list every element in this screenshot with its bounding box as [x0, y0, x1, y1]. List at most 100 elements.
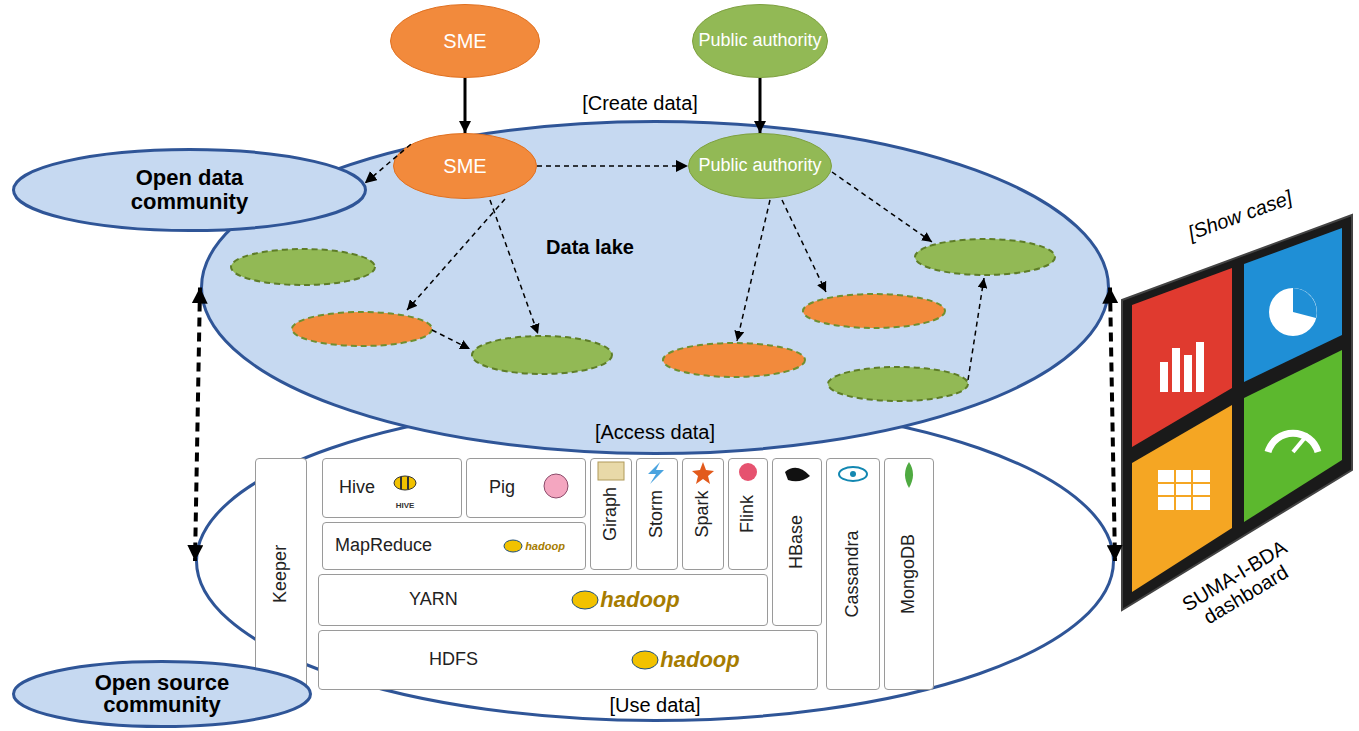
ellipse-node: Public authority [692, 4, 828, 78]
node-caption: Data lake [546, 236, 634, 258]
bar-icon [1184, 355, 1192, 392]
data-link [407, 199, 505, 310]
dashboard-tile [1122, 215, 1352, 610]
node-label: HDFS [429, 650, 478, 670]
data-set-orange [803, 294, 945, 328]
node-label: HBase [787, 515, 807, 569]
tile-blue [1244, 228, 1342, 382]
connector-arrow [759, 78, 762, 133]
node-label: Open source community [77, 672, 247, 716]
data-link [737, 200, 770, 341]
node-label: Flink [738, 495, 758, 533]
gauge-needle [1293, 434, 1308, 452]
ellipse-shape [14, 662, 311, 727]
node-label: MongoDB [899, 534, 919, 614]
gauge-icon [1268, 433, 1318, 452]
ellipse-node: SME [393, 133, 537, 199]
ellipse-node: SME [390, 4, 540, 78]
stack-box: HBase [772, 458, 822, 626]
logo-text: HIVE [396, 501, 415, 510]
node-caption: [Use data] [609, 694, 700, 716]
stack-box: Pig [466, 458, 586, 518]
stack-box: MongoDB [884, 458, 934, 690]
data-set-orange [663, 343, 805, 377]
node-label: SME [443, 155, 486, 177]
table-icon [1158, 470, 1210, 510]
mongodb-icon [905, 462, 913, 488]
bar-icon [1160, 362, 1168, 392]
ellipse-shape [14, 150, 366, 231]
node-label: Cassandra [843, 530, 863, 617]
stack-box: Giraph [590, 458, 632, 570]
tile-red [1132, 268, 1232, 447]
cassandra-icon [839, 467, 867, 481]
connector-arrow [195, 288, 200, 562]
connector-arrow [365, 144, 411, 183]
stack-box: YARN [318, 574, 768, 626]
node-caption: SUMA-I-BDA dashboard [1173, 533, 1307, 638]
connector-arrow [1110, 288, 1115, 562]
pie-icon [1269, 288, 1317, 336]
flow-label: [Create data] [582, 92, 698, 115]
tile-yellow [1132, 405, 1232, 592]
tile-frame [1122, 215, 1352, 610]
tile-green [1244, 350, 1342, 522]
node-label: Pig [489, 478, 515, 498]
data-link [782, 200, 826, 292]
node-label: SME [443, 30, 486, 52]
data-set-orange [292, 312, 432, 346]
storm-icon [648, 462, 664, 484]
pig-icon [544, 474, 568, 498]
node-caption: [Access data] [595, 421, 715, 443]
node-label: Giraph [601, 487, 621, 541]
hive-bee [394, 476, 416, 490]
node-label: Storm [647, 490, 667, 538]
logo-text: hadoop [600, 587, 679, 613]
logo-text: hadoop [660, 647, 739, 673]
dashboard-node: [Show case]SUMA-I-BDA dashboard [1113, 160, 1357, 660]
cassandra-icon [850, 471, 856, 477]
node-label: MapReduce [335, 536, 432, 556]
ellipse-shape [693, 5, 828, 78]
node-label: Hive [339, 478, 375, 498]
table-grid [1158, 470, 1210, 510]
node-label: Spark [693, 490, 713, 537]
ellipse-node: Open data community [12, 148, 367, 232]
ellipse-shape [391, 5, 540, 78]
node-label: Public authority [698, 31, 821, 51]
data-set-green [231, 249, 375, 285]
stack-box: Storm [636, 458, 678, 570]
data-link [432, 330, 470, 349]
stack-icons [394, 462, 913, 669]
connector-arrow [537, 165, 688, 167]
stack-box: Spark [682, 458, 724, 570]
data-link [490, 200, 538, 334]
spark-icon [692, 462, 714, 484]
giraph-icon [598, 462, 624, 480]
flink-icon [739, 463, 757, 481]
pie-wedge [1293, 288, 1317, 318]
hive-bee-stripes [401, 477, 408, 489]
node-label: Open data community [115, 166, 265, 214]
ellipse-shape [394, 134, 537, 199]
connector-arrow [464, 78, 467, 133]
data-link [832, 172, 932, 242]
ellipse-node: Public authority [688, 133, 832, 199]
data-set-green [472, 336, 612, 374]
node-label: Keeper [271, 545, 291, 603]
data-link [968, 278, 984, 380]
node-label: YARN [409, 590, 458, 610]
stack-box: Cassandra [826, 458, 880, 690]
logo-text: hadoop [525, 540, 565, 552]
ellipse-shape [689, 134, 832, 199]
bar-icon [1196, 342, 1204, 392]
stack-box: Hive [322, 458, 462, 518]
node-label: Public authority [698, 156, 821, 176]
hbase-icon [785, 468, 810, 482]
ellipse-node: Open source community [12, 660, 312, 728]
data-set-green [828, 367, 968, 401]
bar-icon [1172, 348, 1180, 392]
stack-box: Flink [728, 458, 768, 570]
stack-box: Keeper [255, 458, 307, 690]
